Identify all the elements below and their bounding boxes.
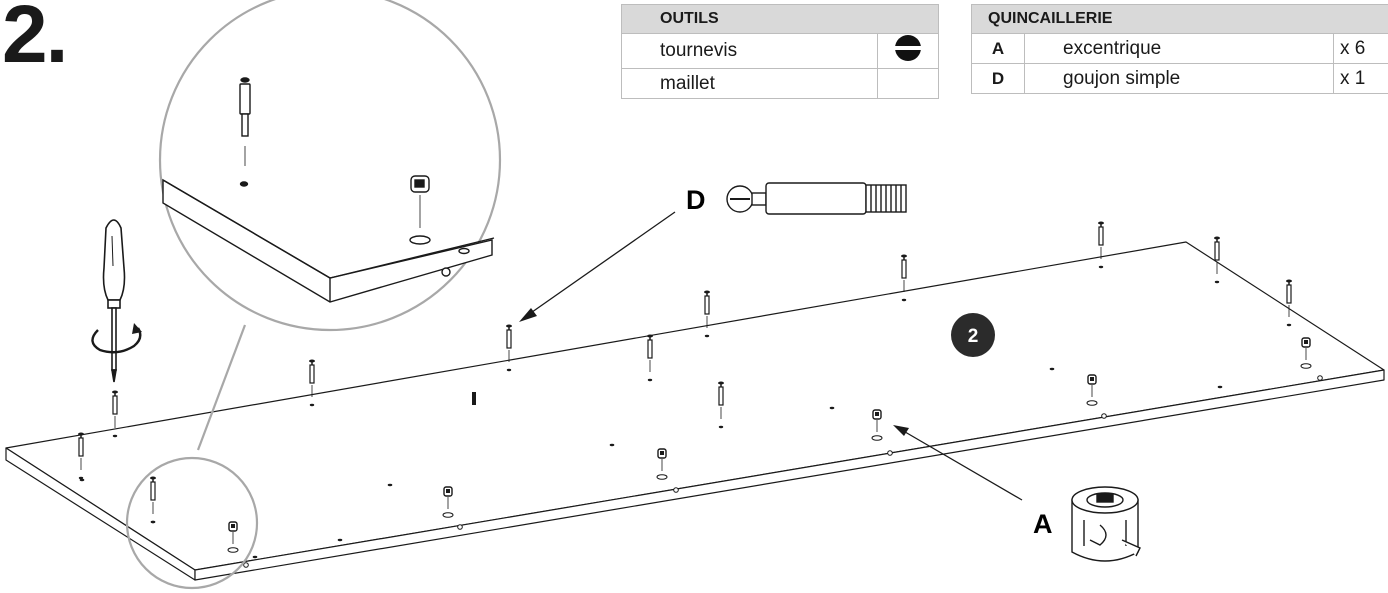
tools-header: OUTILS — [621, 4, 939, 34]
step-number: 2. — [2, 0, 68, 80]
screwdriver-icon — [91, 219, 142, 383]
label-a: A — [1033, 509, 1053, 539]
cam-lock-detail-icon — [1071, 486, 1141, 562]
table-row: D goujon simple x 1 — [971, 63, 1388, 94]
magnifier-detail — [125, 0, 502, 590]
table-row: tournevis — [621, 33, 939, 69]
hardware-name: excentrique — [1024, 33, 1334, 64]
callout-d: D — [519, 182, 907, 322]
table-row: A excentrique x 6 — [971, 33, 1388, 64]
hardware-qty: x 1 — [1333, 63, 1388, 94]
panel-number-badge: 2 — [951, 313, 995, 357]
flathead-screwdriver-icon — [895, 35, 921, 61]
hardware-code: D — [971, 63, 1025, 94]
tools-table: OUTILS tournevis maillet — [621, 4, 939, 99]
label-d: D — [686, 185, 706, 215]
hardware-qty: x 6 — [1333, 33, 1388, 64]
hardware-header: QUINCAILLERIE — [971, 4, 1388, 34]
panel-mark-bar — [472, 392, 476, 405]
tool-name: maillet — [621, 68, 878, 99]
table-row: maillet — [621, 68, 939, 99]
hardware-table: QUINCAILLERIE A excentrique x 6 D goujon… — [971, 4, 1388, 94]
panel — [5, 241, 1385, 581]
callout-a: A — [893, 425, 1141, 562]
panel-number: 2 — [968, 326, 979, 347]
hardware-name: goujon simple — [1024, 63, 1334, 94]
hardware-code: A — [971, 33, 1025, 64]
dowel-detail-icon — [726, 182, 907, 215]
